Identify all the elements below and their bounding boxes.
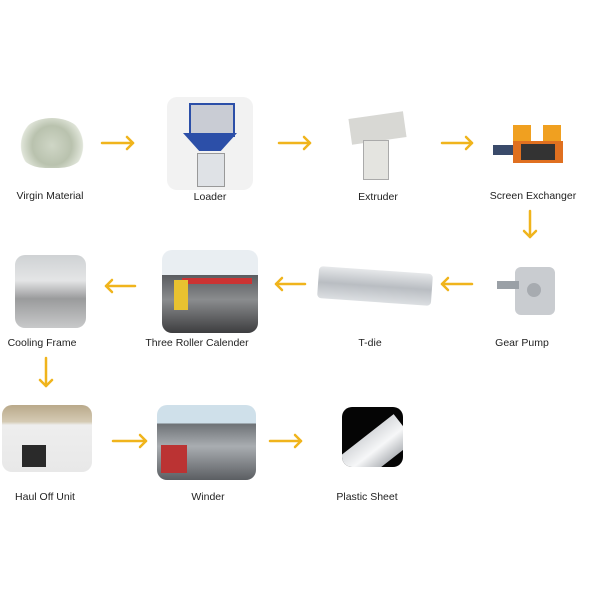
cooling-frame-image — [15, 255, 86, 328]
step-label-cooling-frame: Cooling Frame — [7, 337, 77, 349]
step-label-extruder: Extruder — [358, 191, 398, 203]
arrow-left-icon — [104, 278, 137, 294]
arrow-right-icon — [440, 135, 474, 151]
arrow-right-icon — [100, 135, 135, 151]
step-label-t-die: T-die — [358, 337, 382, 349]
step-label-three-roller-calender: Three Roller Calender — [145, 337, 249, 349]
step-label-loader: Loader — [193, 191, 227, 203]
loader-machine-image — [167, 97, 253, 190]
arrow-right-icon — [268, 433, 303, 449]
winder-machine-image — [157, 405, 256, 480]
arrow-right-icon — [111, 433, 148, 449]
step-label-virgin-material: Virgin Material — [16, 190, 84, 202]
step-label-winder: Winder — [191, 491, 225, 503]
granules-image — [18, 118, 86, 168]
haul-off-machine-image — [2, 405, 92, 472]
gear-pump-image — [497, 265, 559, 318]
step-label-plastic-sheet: Plastic Sheet — [336, 491, 398, 503]
arrow-left-icon — [274, 276, 307, 292]
step-label-haul-off-unit: Haul Off Unit — [15, 491, 75, 503]
extruder-machine-image — [345, 110, 410, 180]
arrow-down-icon — [522, 209, 538, 239]
calender-machine-image — [162, 250, 258, 333]
step-label-gear-pump: Gear Pump — [495, 337, 549, 349]
screen-exchanger-image — [493, 125, 565, 165]
arrow-down-icon — [38, 356, 54, 388]
plastic-sheet-image — [342, 407, 403, 467]
arrow-left-icon — [440, 276, 474, 292]
arrow-right-icon — [277, 135, 312, 151]
step-label-screen-exchanger: Screen Exchanger — [489, 190, 577, 202]
